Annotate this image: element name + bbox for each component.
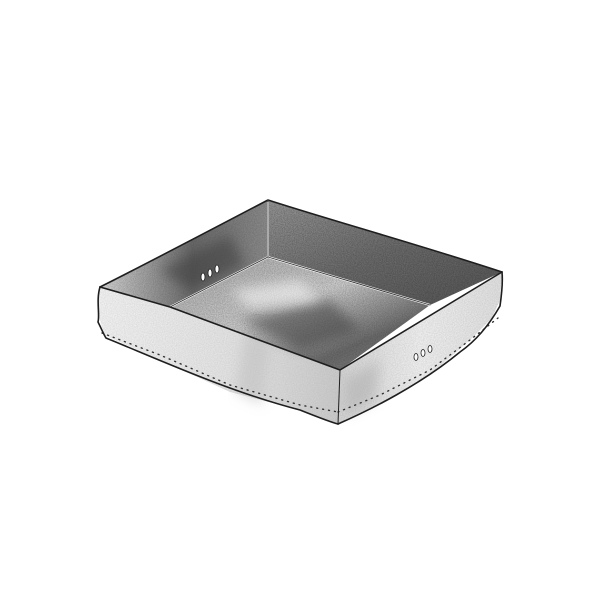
inner-left-wall xyxy=(100,200,268,307)
rivet-icon xyxy=(214,264,220,274)
rivet-icon xyxy=(200,272,206,282)
rivet-icon xyxy=(420,349,426,357)
rivet-icon xyxy=(207,268,213,278)
front-right-wall xyxy=(338,272,502,424)
rivets-left xyxy=(200,264,220,282)
tray-floor xyxy=(170,257,430,370)
inner-back-wall xyxy=(268,200,502,305)
rivet-icon xyxy=(413,353,419,361)
rivet-icon xyxy=(427,345,433,353)
front-left-wall xyxy=(98,287,340,424)
outline xyxy=(97,199,504,425)
dotted-seams xyxy=(101,317,499,413)
rivets-right xyxy=(413,345,433,361)
